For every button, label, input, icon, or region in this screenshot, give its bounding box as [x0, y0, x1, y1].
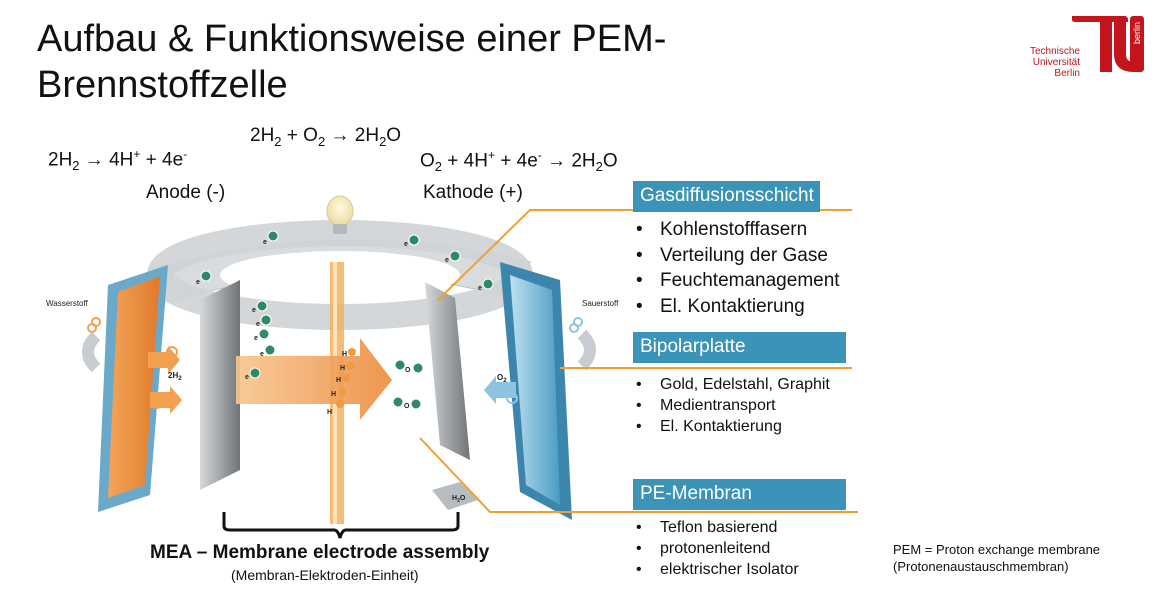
sauerstoff-label: Sauerstoff — [582, 299, 619, 308]
mea-subtitle: (Membran-Elektroden-Einheit) — [231, 567, 419, 583]
list-item: Teflon basierend — [634, 517, 799, 538]
svg-text:e: e — [196, 279, 200, 286]
svg-text:O: O — [404, 403, 410, 410]
bipolar-list: Gold, Edelstahl, Graphit Medientransport… — [634, 374, 830, 437]
o2-label: O2 — [497, 373, 507, 384]
svg-text:H: H — [342, 351, 347, 358]
list-item: Medientransport — [634, 395, 830, 416]
logo-text-3: Berlin — [1054, 68, 1080, 79]
cathode-label: Kathode (+) — [423, 182, 523, 203]
cathode-equation: O2 + 4H+ + 4e- → 2H2O — [420, 148, 618, 175]
pem-note-line-2: (Protonenaustauschmembran) — [893, 559, 1069, 574]
list-item: Gold, Edelstahl, Graphit — [634, 374, 830, 395]
title-line-2: Brennstoffzelle — [37, 64, 288, 106]
anode-equation: 2H2 → 4H+ + 4e- — [48, 147, 188, 174]
gdl-heading: Gasdiffusionsschicht — [633, 181, 820, 212]
membrane-heading: PE-Membran — [633, 479, 846, 510]
svg-text:H: H — [340, 365, 345, 372]
tu-logo-icon — [1072, 16, 1144, 72]
pem-note: PEM = Proton exchange membrane (Protonen… — [893, 541, 1100, 575]
svg-text:e: e — [256, 321, 260, 328]
logo-text-2: Universität — [1032, 57, 1080, 68]
list-item: Kohlenstofffasern — [634, 217, 840, 243]
svg-text:e: e — [263, 239, 267, 246]
list-item: elektrischer Isolator — [634, 559, 799, 580]
svg-text:e: e — [245, 374, 249, 381]
list-item: Feuchtemanagement — [634, 268, 840, 294]
logo-wordmark: Technische Universität Berlin — [1028, 46, 1080, 79]
svg-text:H: H — [336, 377, 341, 384]
svg-text:e: e — [260, 351, 264, 358]
bipolar-heading: Bipolarplatte — [633, 332, 846, 363]
list-item: El. Kontaktierung — [634, 416, 830, 437]
anode-label: Anode (-) — [146, 182, 226, 203]
tu-berlin-logo: Technische Universität Berlin berlin — [1028, 14, 1148, 86]
h2-label: 2H2 — [168, 371, 182, 382]
membrane-list: Teflon basierend protonenleitend elektri… — [634, 517, 799, 580]
h2o-label: H2O — [452, 495, 466, 504]
svg-text:H: H — [331, 391, 336, 398]
light-bulb-icon — [326, 195, 354, 234]
mea-title: MEA – Membrane electrode assembly — [150, 542, 490, 563]
logo-text-1: Technische — [1029, 46, 1080, 57]
svg-text:e: e — [445, 257, 449, 264]
page-title: Aufbau & Funktionsweise einer PEM- Brenn… — [37, 16, 666, 108]
svg-text:H: H — [327, 409, 332, 416]
pem-note-line-1: PEM = Proton exchange membrane — [893, 542, 1101, 557]
list-item: protonenleitend — [634, 538, 799, 559]
svg-text:O: O — [405, 367, 411, 374]
list-item: El. Kontaktierung — [634, 294, 840, 320]
gdl-list: Kohlenstofffasern Verteilung der Gase Fe… — [634, 217, 840, 319]
title-line-1: Aufbau & Funktionsweise einer PEM- — [37, 18, 667, 60]
svg-text:e: e — [404, 241, 408, 248]
overall-equation: 2H2 + O2 → 2H2O — [250, 125, 402, 149]
svg-text:e: e — [252, 307, 256, 314]
svg-text:e: e — [254, 335, 258, 342]
list-item: Verteilung der Gase — [634, 243, 840, 269]
svg-text:e: e — [478, 285, 482, 292]
wasserstoff-label: Wasserstoff — [46, 299, 89, 308]
